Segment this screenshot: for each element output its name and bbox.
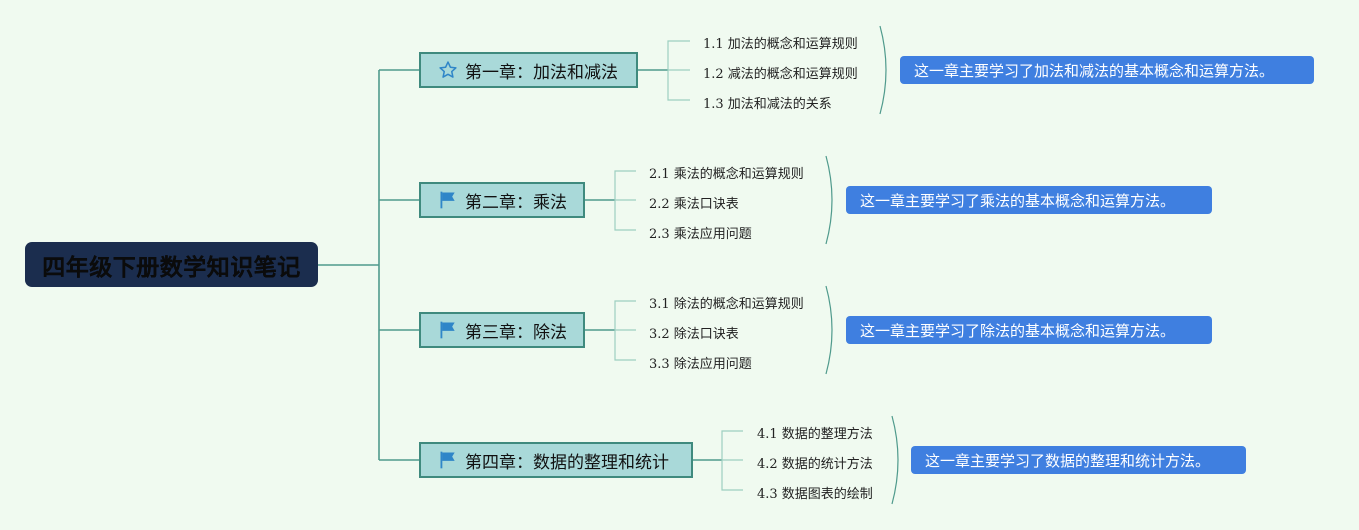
chapter-4-node[interactable]: 第四章：数据的整理和统计 [419, 442, 693, 478]
chapter-3-topic-3[interactable]: 3.3 除法应用问题 [649, 357, 752, 372]
chapter-4-summary-brace [891, 415, 899, 505]
chapter-3-title: 第三章：除法 [465, 322, 567, 343]
chapter-4-summary[interactable]: 这一章主要学习了数据的整理和统计方法。 [911, 446, 1246, 474]
chapter-1-title: 第一章：加法和减法 [465, 62, 618, 83]
chapter-1-topic-3[interactable]: 1.3 加法和减法的关系 [703, 97, 832, 112]
chapter-1-topic-bracket [667, 40, 690, 101]
chapter-1-summary[interactable]: 这一章主要学习了加法和减法的基本概念和运算方法。 [900, 56, 1314, 84]
chapter-1-topic-2[interactable]: 1.2 减法的概念和运算规则 [703, 67, 858, 82]
chapter-4-topic-3[interactable]: 4.3 数据图表的绘制 [757, 487, 873, 502]
chapter-3-summary[interactable]: 这一章主要学习了除法的基本概念和运算方法。 [846, 316, 1212, 344]
flag-icon [437, 449, 459, 471]
chapter-3-node[interactable]: 第三章：除法 [419, 312, 585, 348]
chapter-2-summary-brace [825, 155, 833, 245]
chapter-4-title: 第四章：数据的整理和统计 [465, 452, 669, 473]
chapter-2-topic-1[interactable]: 2.1 乘法的概念和运算规则 [649, 167, 804, 182]
star-icon [437, 59, 459, 81]
chapter-3-topic-bracket [614, 300, 636, 361]
chapter-1-topic-1[interactable]: 1.1 加法的概念和运算规则 [703, 37, 858, 52]
chapter-2-topic-2[interactable]: 2.2 乘法口诀表 [649, 197, 739, 212]
chapter-2-node[interactable]: 第二章：乘法 [419, 182, 585, 218]
chapter-4-topic-2[interactable]: 4.2 数据的统计方法 [757, 457, 873, 472]
chapter-1-node[interactable]: 第一章：加法和减法 [419, 52, 638, 88]
root-node[interactable]: 四年级下册数学知识笔记 [25, 242, 318, 287]
chapter-1-summary-brace [879, 25, 887, 115]
chapter-2-title: 第二章：乘法 [465, 192, 567, 213]
chapter-4-topic-bracket [721, 430, 743, 491]
chapter-3-summary-brace [825, 285, 833, 375]
chapter-3-topic-2[interactable]: 3.2 除法口诀表 [649, 327, 739, 342]
chapter-2-topic-bracket [614, 170, 636, 231]
flag-icon [437, 189, 459, 211]
root-title: 四年级下册数学知识笔记 [42, 254, 301, 281]
chapter-3-topic-1[interactable]: 3.1 除法的概念和运算规则 [649, 297, 804, 312]
chapter-2-summary[interactable]: 这一章主要学习了乘法的基本概念和运算方法。 [846, 186, 1212, 214]
chapter-4-topic-1[interactable]: 4.1 数据的整理方法 [757, 427, 873, 442]
flag-icon [437, 319, 459, 341]
chapter-2-topic-3[interactable]: 2.3 乘法应用问题 [649, 227, 752, 242]
